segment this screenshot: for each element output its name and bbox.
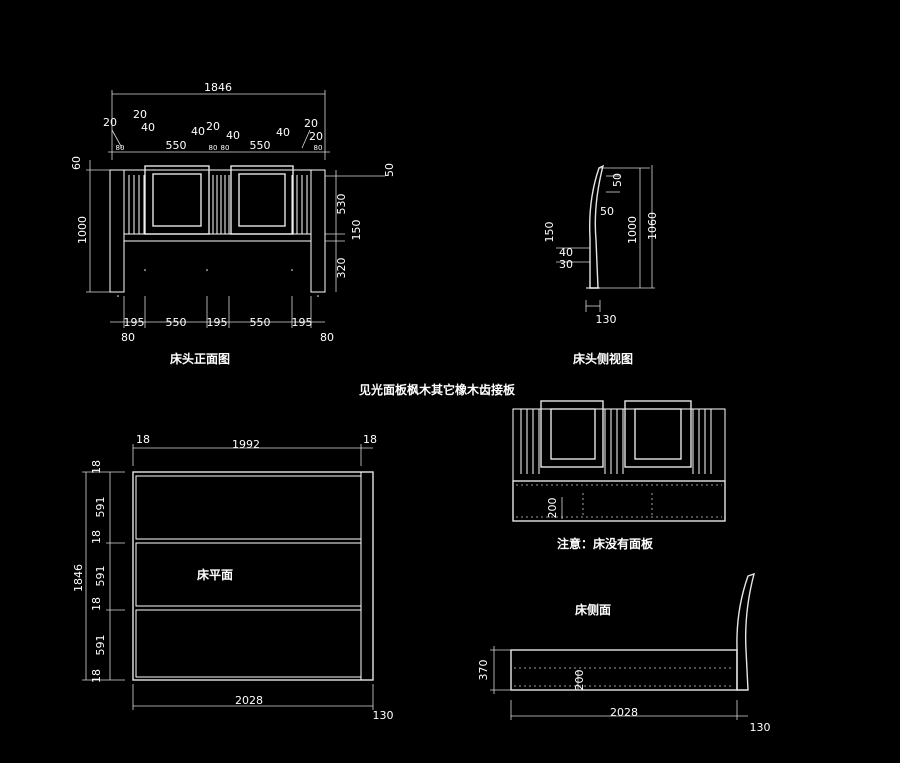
plan-label: 床平面 [197,567,233,582]
back-slats [520,409,712,474]
bed-plan-view: 床平面 18 1992 18 1846 18 591 18 591 18 591… [72,433,394,722]
svg-text:80: 80 [221,144,230,152]
front-left-height: 1000 [76,216,89,244]
bed-back-view: 200 注意：床没有面板 [512,400,726,551]
bed-side-rail [510,649,738,691]
left-panel-inner [152,173,202,227]
bed-side-view: 床侧面 370 200 2028 130 [477,572,771,734]
left-panel-frame [144,165,210,235]
svg-text:1992: 1992 [232,438,260,451]
svg-text:530: 530 [335,194,348,215]
svg-text:130: 130 [750,721,771,734]
right-panel-inner [238,173,286,227]
svg-text:20: 20 [103,116,117,129]
svg-text:20: 20 [133,108,147,121]
front-bottom-dims: 195 550 195 550 195 80 80 [121,316,334,344]
headboard-side-view: 50 50 1000 1060 150 40 30 130 床头侧视图 [543,164,659,366]
svg-text:591: 591 [94,635,107,656]
svg-text:18: 18 [90,530,103,544]
back-note: 注意：床没有面板 [557,536,654,551]
svg-text:550: 550 [166,316,187,329]
svg-text:150: 150 [350,220,363,241]
svg-text:195: 195 [292,316,313,329]
bed-side-headboard [736,572,756,691]
slats-middle [208,175,230,234]
svg-text:2028: 2028 [610,706,638,719]
svg-text:18: 18 [90,597,103,611]
slats-left [123,175,145,234]
svg-text:320: 320 [335,258,348,279]
svg-text:150: 150 [543,222,556,243]
front-top-dims: 20 20 40 550 40 20 40 550 40 20 20 80 80… [103,108,323,152]
plan-left-dims: 18 591 18 591 18 591 18 [90,460,107,683]
svg-text:80: 80 [116,144,125,152]
svg-text:1846: 1846 [72,564,85,592]
svg-text:130: 130 [596,313,617,326]
svg-text:20: 20 [206,120,220,133]
svg-text:18: 18 [90,460,103,474]
left-post [109,169,125,293]
front-left-top: 60 [70,156,83,170]
svg-text:550: 550 [250,139,271,152]
svg-text:40: 40 [141,121,155,134]
svg-text:195: 195 [124,316,145,329]
headboard-front-view: 1846 20 20 40 550 40 20 40 550 40 20 20 … [70,81,396,366]
front-right-top: 50 [383,163,396,177]
svg-text:200: 200 [546,498,559,519]
side-view-title: 床头侧视图 [573,351,633,366]
svg-text:195: 195 [207,316,228,329]
svg-text:80: 80 [320,331,334,344]
bed-side-label: 床侧面 [575,602,611,617]
right-panel-frame [230,165,294,235]
svg-text:18: 18 [136,433,150,446]
svg-text:40: 40 [191,125,205,138]
svg-text:80: 80 [121,331,135,344]
svg-text:20: 20 [309,130,323,143]
svg-text:18: 18 [90,669,103,683]
svg-text:50: 50 [600,205,614,218]
plan-outline [132,471,374,681]
svg-text:20: 20 [304,117,318,130]
svg-text:591: 591 [94,566,107,587]
svg-text:50: 50 [611,173,624,187]
svg-text:80: 80 [209,144,218,152]
svg-text:40: 40 [226,129,240,142]
svg-text:40: 40 [276,126,290,139]
svg-text:30: 30 [559,258,573,271]
svg-text:18: 18 [363,433,377,446]
material-note: 见光面板枫木其它橡木齿接板 [359,382,516,397]
front-view-title: 床头正面图 [170,351,230,366]
svg-text:200: 200 [573,670,586,691]
svg-text:130: 130 [373,709,394,722]
svg-text:370: 370 [477,660,490,681]
svg-text:591: 591 [94,497,107,518]
svg-text:1000: 1000 [626,216,639,244]
right-post [310,169,326,293]
svg-text:550: 550 [166,139,187,152]
side-profile [589,164,605,289]
svg-text:550: 550 [250,316,271,329]
svg-text:80: 80 [314,144,323,152]
back-rail-box [512,480,726,522]
svg-text:40: 40 [559,246,573,259]
slats-right [291,175,308,234]
front-width-total: 1846 [204,81,232,94]
svg-text:1060: 1060 [646,212,659,240]
svg-text:2028: 2028 [235,694,263,707]
